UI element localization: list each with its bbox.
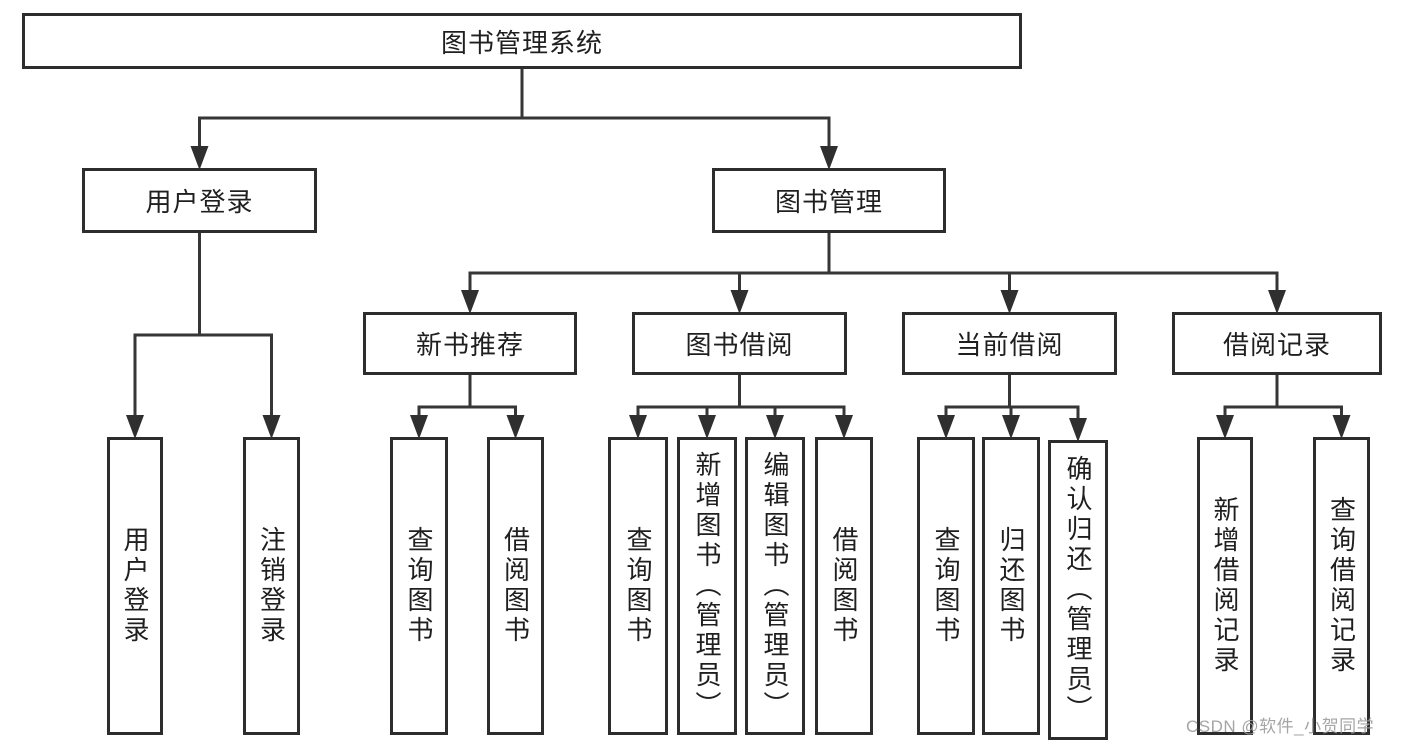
arrowhead-icon <box>126 415 144 439</box>
arrowhead-icon <box>698 415 716 439</box>
node-label: 图书管理系统 <box>440 27 603 58</box>
node-v-edit-book: 编辑图书（管理员） <box>745 437 805 735</box>
node-v-confirm-return: 确认归还（管理员） <box>1048 440 1108 740</box>
node-label: 用户登录 <box>120 526 150 646</box>
node-book-borrow: 图书借阅 <box>632 312 847 375</box>
node-v-query-book-2: 查询图书 <box>608 437 668 735</box>
node-label: 注销登录 <box>256 526 287 646</box>
arrowhead-icon <box>1000 290 1019 314</box>
node-v-borrow-book-2: 借阅图书 <box>815 437 873 735</box>
node-label: 图书管理 <box>774 187 883 217</box>
arrowhead-icon <box>835 415 853 439</box>
arrowhead-icon <box>629 415 647 439</box>
node-new-book-rec: 新书推荐 <box>363 312 577 375</box>
arrowhead-icon <box>1216 415 1234 439</box>
node-current-borrow: 当前借阅 <box>902 312 1117 375</box>
node-label: 借阅图书 <box>829 526 859 646</box>
arrowhead-icon <box>506 415 525 439</box>
arrowhead-icon <box>1268 290 1286 314</box>
node-v-query-record: 查询借阅记录 <box>1313 437 1370 735</box>
arrowhead-icon <box>1069 418 1087 442</box>
arrowhead-icon <box>461 290 479 314</box>
arrowhead-icon <box>262 415 281 439</box>
arrowhead-icon <box>190 146 209 170</box>
node-label: 新增借阅记录 <box>1210 496 1240 676</box>
watermark-text: CSDN @软件_小贺同学 <box>1186 717 1375 736</box>
arrowhead-icon <box>1002 415 1020 439</box>
node-label: 查询图书 <box>931 526 961 646</box>
node-v-add-record: 新增借阅记录 <box>1197 437 1253 735</box>
node-label: 归还图书 <box>996 526 1026 646</box>
arrowhead-icon <box>766 415 784 439</box>
node-label: 查询图书 <box>623 526 653 646</box>
node-label: 查询借阅记录 <box>1326 496 1357 676</box>
node-v-logout: 注销登录 <box>243 437 300 735</box>
node-v-query-book-1: 查询图书 <box>390 437 448 735</box>
node-label: 图书借阅 <box>685 330 794 360</box>
node-root: 图书管理系统 <box>22 13 1022 69</box>
node-label: 编辑图书（管理员） <box>760 451 790 721</box>
node-borrow-record: 借阅记录 <box>1172 312 1382 375</box>
node-book-mgmt: 图书管理 <box>712 168 946 233</box>
arrowhead-icon <box>820 146 838 170</box>
arrowhead-icon <box>410 415 428 439</box>
node-label: 当前借阅 <box>955 330 1064 360</box>
node-v-query-book-3: 查询图书 <box>917 437 975 735</box>
node-user-login: 用户登录 <box>82 168 317 233</box>
arrowhead-icon <box>730 290 749 314</box>
node-label: 借阅记录 <box>1222 330 1331 360</box>
node-label: 新增图书（管理员） <box>692 451 722 721</box>
arrowhead-icon <box>937 415 955 439</box>
node-label: 用户登录 <box>145 187 254 217</box>
arrowhead-icon <box>1332 415 1351 439</box>
node-label: 借阅图书 <box>500 526 531 646</box>
node-v-borrow-book-1: 借阅图书 <box>487 437 544 735</box>
node-v-add-book: 新增图书（管理员） <box>677 437 737 735</box>
node-label: 确认归还（管理员） <box>1063 455 1093 725</box>
node-v-user-login: 用户登录 <box>107 437 163 735</box>
node-v-return-book: 归还图书 <box>982 437 1040 735</box>
node-label: 新书推荐 <box>415 330 524 360</box>
node-label: 查询图书 <box>404 526 434 646</box>
